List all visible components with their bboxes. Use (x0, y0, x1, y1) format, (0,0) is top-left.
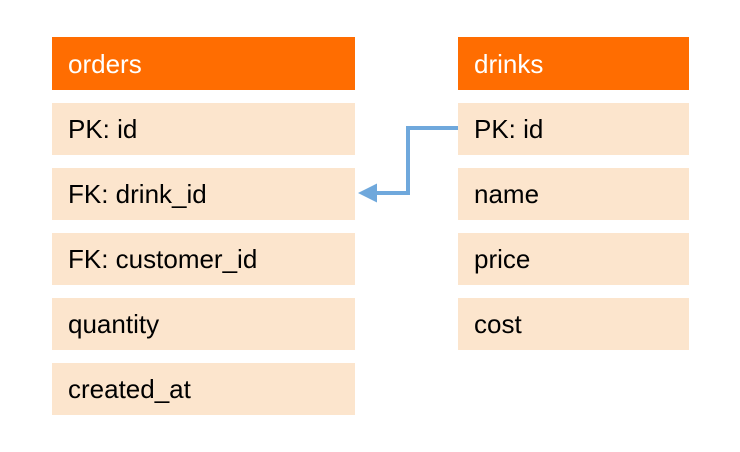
table-orders: orders PK: id FK: drink_id FK: customer_… (52, 37, 355, 415)
table-orders-column-quantity: quantity (52, 298, 355, 350)
table-orders-header: orders (52, 37, 355, 90)
table-drinks-column-price: price (458, 233, 689, 285)
table-drinks-column-cost: cost (458, 298, 689, 350)
table-drinks-header: drinks (458, 37, 689, 90)
table-orders-column-pk-id: PK: id (52, 103, 355, 155)
table-drinks: drinks PK: id name price cost (458, 37, 689, 350)
relationship-arrow-line (375, 126, 458, 195)
relationship-arrowhead-icon (358, 183, 377, 203)
table-drinks-column-pk-id: PK: id (458, 103, 689, 155)
table-orders-column-fk-drink-id: FK: drink_id (52, 168, 355, 220)
table-orders-column-created-at: created_at (52, 363, 355, 415)
table-orders-column-fk-customer-id: FK: customer_id (52, 233, 355, 285)
table-drinks-column-name: name (458, 168, 689, 220)
